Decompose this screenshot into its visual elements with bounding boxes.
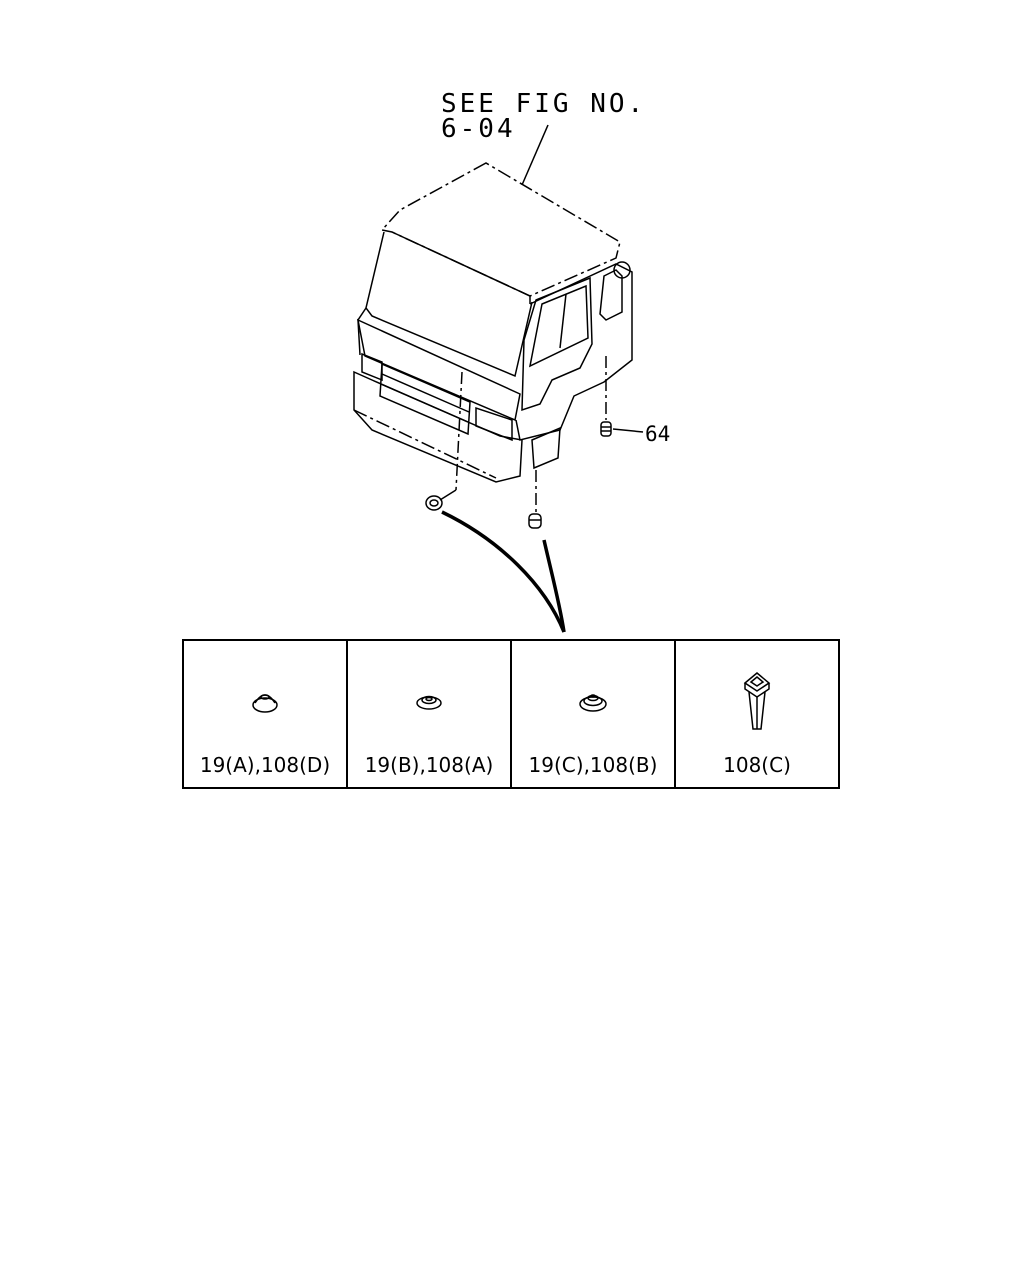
- reference-line-1: SEE FIG NO.: [441, 89, 647, 119]
- side-mirror: [599, 269, 623, 321]
- part-label: 19(A),108(D): [199, 753, 331, 777]
- door-window: [528, 284, 589, 368]
- front-panel: [356, 318, 521, 422]
- door: [521, 276, 593, 412]
- fastener-64-icon: [600, 421, 644, 437]
- bumper: [353, 370, 523, 483]
- cab-roof: [380, 162, 621, 297]
- roof-front-edge: [391, 231, 531, 304]
- reference-leader: [521, 124, 549, 186]
- front-grommet-icon: [425, 495, 443, 511]
- parts-cell: 19(B),108(A): [348, 641, 512, 787]
- plug-clip-icon: [743, 672, 771, 730]
- grommet-flat-icon: [416, 695, 442, 710]
- reference-line-2: 6-04: [441, 114, 516, 144]
- flap-grommet-icon: [528, 513, 542, 529]
- headlight-left: [361, 352, 383, 382]
- windshield: [365, 231, 533, 378]
- pointer-arrow-left: [441, 510, 566, 633]
- parts-cell: 108(C): [676, 641, 838, 787]
- grommet-ribbed-icon: [579, 694, 607, 712]
- headlight-right: [475, 406, 513, 442]
- part-label: 108(C): [723, 753, 791, 777]
- windshield-lower: [357, 307, 367, 356]
- grille: [379, 362, 471, 436]
- mud-flap: [531, 426, 561, 470]
- pointer-arrow-right: [542, 539, 566, 633]
- callout-number: 64: [645, 422, 671, 446]
- parts-cell: 19(A),108(D): [184, 641, 348, 787]
- parts-table: 19(A),108(D) 19(B),108(A) 19(C),108(B): [182, 639, 840, 789]
- cab-side: [515, 263, 633, 441]
- part-label: 19(B),108(A): [364, 753, 494, 777]
- grommet-dome-icon: [252, 694, 278, 713]
- reference-label: SEE FIG NO. 6-04: [441, 89, 647, 144]
- parts-cell: 19(C),108(B): [512, 641, 676, 787]
- part-label: 19(C),108(B): [528, 753, 658, 777]
